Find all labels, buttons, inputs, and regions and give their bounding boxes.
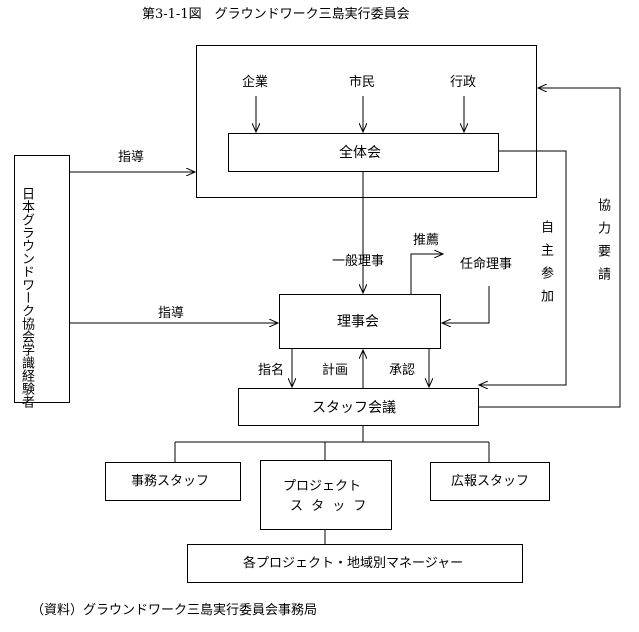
member-government: 行政 xyxy=(450,75,477,90)
recommend-label: 推薦 xyxy=(413,233,440,248)
recommend-arrow xyxy=(410,254,443,294)
board-label: 理事会 xyxy=(337,314,379,330)
office-staff-label: 事務スタッフ xyxy=(131,474,210,489)
appointed-director-label: 任命理事 xyxy=(460,257,513,272)
member-company: 企業 xyxy=(242,75,269,90)
guidance-top-label: 指導 xyxy=(118,150,145,165)
project-staff-label-line1: プロジェクト xyxy=(283,479,362,494)
voluntary-participation-line xyxy=(479,150,567,385)
diagram-title: 第3-1-1図 グラウンドワーク三島実行委員会 xyxy=(142,7,410,22)
experts-label: 日本グラウンドワーク協会学識経験者 xyxy=(19,187,34,408)
source-note: （資料）グラウンドワーク三島実行委員会事務局 xyxy=(31,603,318,618)
cooperation-request-label: 協力要請 xyxy=(595,198,610,290)
project-staff-box xyxy=(260,460,392,530)
appointed-director-arrow xyxy=(442,286,490,323)
approve-label: 承認 xyxy=(389,363,416,378)
general-assembly-box xyxy=(228,133,499,172)
cooperation-request-line xyxy=(479,88,621,408)
staff-meeting-box xyxy=(238,388,479,426)
general-director-label: 一般理事 xyxy=(332,254,385,269)
nominate-label: 指名 xyxy=(258,363,285,378)
pr-staff-label: 広報スタッフ xyxy=(451,474,530,489)
pr-staff-box xyxy=(430,462,550,501)
managers-box xyxy=(187,544,523,583)
experts-box xyxy=(14,155,70,403)
office-staff-box xyxy=(105,462,241,501)
general-assembly-label: 全体会 xyxy=(339,145,381,161)
plan-label: 計画 xyxy=(322,363,349,378)
guidance-bottom-label: 指導 xyxy=(158,306,185,321)
member-citizen: 市民 xyxy=(349,75,376,90)
staff-meeting-label: スタッフ会議 xyxy=(312,400,396,416)
project-staff-label-line2: ス タ ッ フ xyxy=(290,499,369,514)
committee-outer-frame xyxy=(196,45,537,198)
voluntary-participation-label: 自主参加 xyxy=(538,220,553,312)
managers-label: 各プロジェクト・地域別マネージャー xyxy=(243,556,464,571)
board-box xyxy=(279,294,441,349)
